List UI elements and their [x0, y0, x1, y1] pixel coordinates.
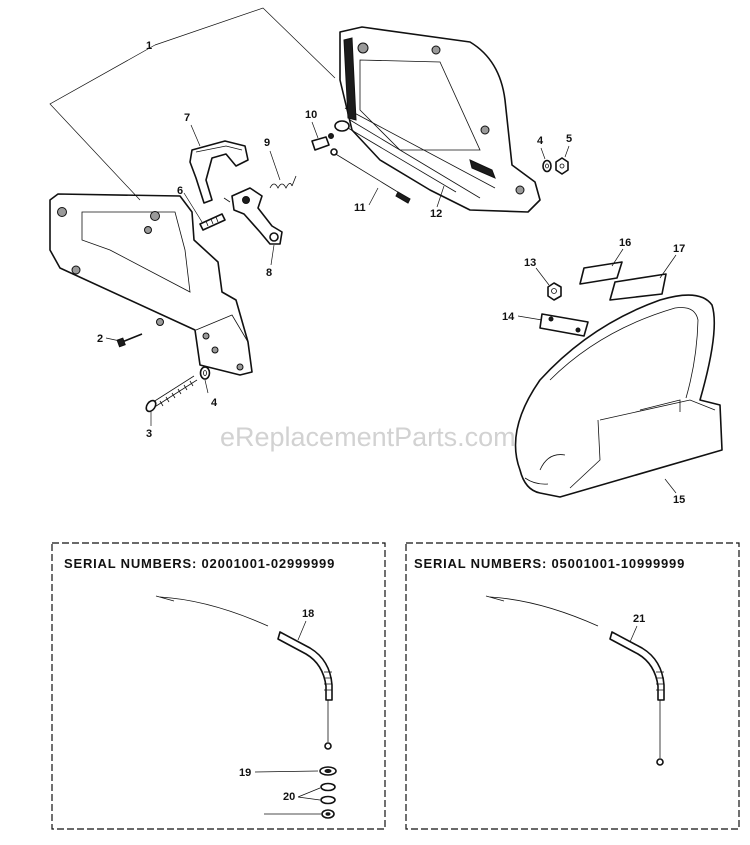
- watermark-text: eReplacementParts.com: [220, 422, 516, 452]
- callout-3: 3: [146, 428, 152, 440]
- callout-6: 6: [177, 185, 183, 197]
- part-20-washers: [320, 782, 336, 819]
- part-4-washer-lower: [199, 366, 211, 380]
- callout-8: 8: [266, 267, 272, 279]
- serial-panel-2: SERIAL NUMBERS: 05001001-10999999 21: [405, 542, 740, 830]
- serial-panel-1: SERIAL NUMBERS: 02001001-02999999 18 19 …: [51, 542, 386, 830]
- callout-20: 20: [283, 791, 295, 803]
- part-6-pin: [199, 213, 226, 231]
- serial-panel-2-border: [405, 542, 740, 830]
- part-12-rod: [334, 120, 457, 193]
- callout-13: 13: [524, 257, 536, 269]
- callout-5: 5: [566, 133, 572, 145]
- callout-14: 14: [502, 311, 515, 323]
- part-19-bushing: [319, 766, 337, 776]
- part-4-washer-upper: [542, 159, 552, 173]
- part-18-cable: [155, 595, 333, 750]
- part-14-plate: [539, 313, 589, 337]
- callouts-top: 1 2 3 4 4 5 6 7 8 9 10 11 12 13 14 15 16…: [97, 40, 685, 506]
- part-8-throttle-link: [223, 187, 283, 245]
- callout-7: 7: [184, 112, 190, 124]
- part-1-leader-lines: [49, 7, 336, 201]
- callout-2: 2: [97, 333, 103, 345]
- callout-19: 19: [239, 767, 251, 779]
- callout-18: 18: [302, 608, 314, 620]
- callout-1: 1: [146, 40, 152, 52]
- part-5-nut: [555, 157, 569, 175]
- part-16-pad: [579, 261, 623, 285]
- part-11-throttle-cable: [330, 148, 411, 204]
- serial-panel-1-label: SERIAL NUMBERS: 02001001-02999999: [64, 556, 335, 571]
- callout-12: 12: [430, 208, 442, 220]
- callout-17: 17: [673, 243, 685, 255]
- callout-10: 10: [305, 109, 317, 121]
- callout-21: 21: [633, 613, 645, 625]
- part-10-fitting: [311, 133, 334, 151]
- part-3-bolt: [145, 375, 198, 413]
- callout-15: 15: [673, 494, 685, 506]
- callout-4a: 4: [211, 397, 218, 409]
- part-1-assembly-bracket: [49, 26, 541, 376]
- serial-panel-2-label: SERIAL NUMBERS: 05001001-10999999: [414, 556, 685, 571]
- serial-panel-1-border: [51, 542, 386, 830]
- part-2-screw: [116, 333, 143, 348]
- callout-4b: 4: [537, 135, 544, 147]
- part-7-trigger-lever: [189, 140, 249, 204]
- part-15-handle: [514, 294, 723, 498]
- callout-9: 9: [264, 137, 270, 149]
- part-17-pad: [609, 273, 667, 301]
- part-9-spring: [269, 175, 297, 189]
- part-13-nut: [547, 282, 562, 301]
- callout-16: 16: [619, 237, 631, 249]
- callout-11: 11: [354, 202, 366, 214]
- part-21-cable: [485, 595, 665, 766]
